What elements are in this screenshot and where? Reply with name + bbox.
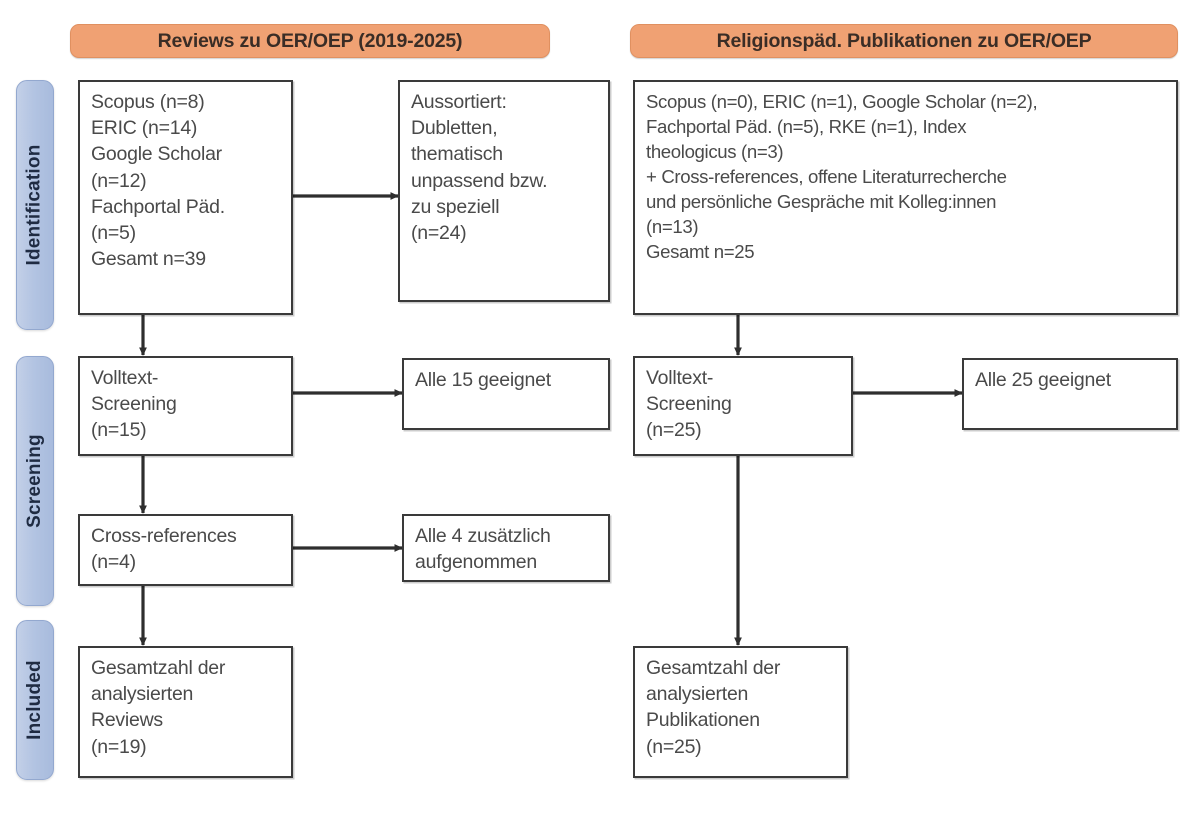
box-left-screening: Volltext- Screening (n=15) — [78, 356, 293, 456]
box-right-sources: Scopus (n=0), ERIC (n=1), Google Scholar… — [633, 80, 1178, 315]
column-header-right: Religionspäd. Publikationen zu OER/OEP — [630, 24, 1178, 58]
box-left-crossrefs-result: Alle 4 zusätzlich aufgenommen — [402, 514, 610, 582]
stage-label-identification-text: Identification — [24, 144, 45, 266]
box-left-included: Gesamtzahl der analysierten Reviews (n=1… — [78, 646, 293, 778]
stage-label-included: Included — [16, 620, 54, 780]
stage-label-included-text: Included — [24, 660, 45, 740]
box-left-excluded: Aussortiert: Dubletten, thematisch unpas… — [398, 80, 610, 302]
box-left-crossrefs: Cross-references (n=4) — [78, 514, 293, 586]
box-left-screening-result: Alle 15 geeignet — [402, 358, 610, 430]
column-header-left: Reviews zu OER/OEP (2019-2025) — [70, 24, 550, 58]
stage-label-identification: Identification — [16, 80, 54, 330]
box-right-screening-result: Alle 25 geeignet — [962, 358, 1178, 430]
box-right-screening: Volltext- Screening (n=25) — [633, 356, 853, 456]
box-right-included: Gesamtzahl der analysierten Publikatione… — [633, 646, 848, 778]
stage-label-screening: Screening — [16, 356, 54, 606]
box-left-sources: Scopus (n=8) ERIC (n=14) Google Scholar … — [78, 80, 293, 315]
stage-label-screening-text: Screening — [24, 434, 46, 528]
